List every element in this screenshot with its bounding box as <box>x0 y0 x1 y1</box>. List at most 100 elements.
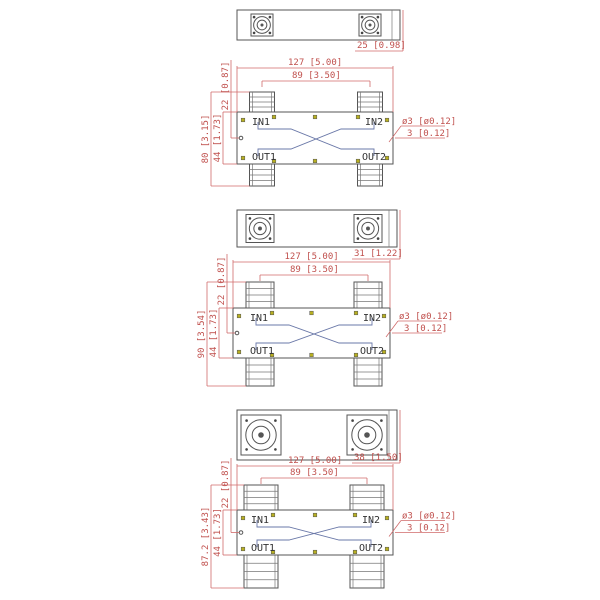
screw-icon <box>309 310 314 316</box>
flange-screw-hole <box>356 217 360 220</box>
depth-dimension-label: 31 [1.22] <box>354 249 403 259</box>
screw-icon <box>269 352 275 358</box>
screw-icon <box>240 155 246 161</box>
flange-screw-hole <box>248 217 252 220</box>
n-type-connector <box>353 281 383 309</box>
port-label-in2: IN2 <box>363 313 381 324</box>
screw-icon <box>236 349 242 355</box>
flange-screw-hole <box>248 237 252 240</box>
screw-icon <box>353 310 359 316</box>
screw-icon <box>384 155 390 161</box>
n-type-connector <box>349 554 385 589</box>
connector-pin <box>258 432 264 438</box>
hole-offset-label: 3 [0.12] <box>407 524 450 534</box>
screw-icon <box>381 313 387 319</box>
flange-screw-hole <box>268 217 272 220</box>
hole-diameter-label: ø3 [ø0.12] <box>402 117 456 127</box>
flange-screw-hole <box>245 448 248 451</box>
port-label-in1: IN1 <box>251 515 269 526</box>
screw-icon <box>312 549 318 555</box>
port-label-in1: IN1 <box>250 313 268 324</box>
top-view-connector-flange <box>250 13 274 37</box>
flange-screw-hole <box>356 237 360 240</box>
screw-icon <box>240 515 246 521</box>
screw-icon <box>312 158 318 164</box>
n-type-connector <box>249 91 275 113</box>
connector-pin <box>366 226 370 231</box>
flange-screw-hole <box>245 419 248 422</box>
screw-icon <box>384 546 390 552</box>
screw-icon <box>309 352 314 358</box>
hole-offset-label: 3 [0.12] <box>407 129 450 139</box>
top-view-connector-flange <box>240 414 282 456</box>
depth-dimension-label: 38 [1.50] <box>354 453 403 463</box>
height-dimension-label: 80 [3.15] <box>201 115 211 164</box>
width-dimension-label: 127 [5.00] <box>288 456 342 466</box>
screw-icon <box>271 158 277 164</box>
screw-icon <box>236 313 242 319</box>
top-view-connector-flange <box>245 214 275 243</box>
body-height-dimension-label: 44 [1.73] <box>213 114 223 163</box>
n-type-connector <box>243 554 279 589</box>
connector-pin <box>260 23 264 27</box>
crossover-trace <box>256 520 372 547</box>
n-type-connector <box>245 281 275 309</box>
flange-screw-hole <box>252 31 256 35</box>
flange-screw-hole <box>360 31 364 35</box>
n-type-connector <box>349 484 385 511</box>
port-label-in2: IN2 <box>365 117 383 128</box>
mounting-hole-icon <box>238 530 244 535</box>
n-type-connector <box>249 163 275 187</box>
depth-dimension-label: 25 [0.98] <box>357 41 406 51</box>
n-type-connector <box>357 163 383 187</box>
screw-icon <box>384 515 390 521</box>
flange-screw-hole <box>380 448 383 451</box>
flange-screw-hole <box>380 419 383 422</box>
body-height-dimension-label: 44 [1.73] <box>213 508 223 557</box>
top-view-connector-flange <box>358 13 382 37</box>
width-dimension-label: 127 [5.00] <box>285 252 339 262</box>
screw-icon <box>352 549 358 555</box>
spacing-dimension-label: 89 [3.50] <box>290 468 339 478</box>
port-label-out1: OUT1 <box>252 152 276 163</box>
flange-screw-hole <box>376 15 380 19</box>
flange-screw-hole <box>351 448 354 451</box>
flange-screw-hole <box>268 237 272 240</box>
hole-leader <box>388 520 402 537</box>
screw-icon <box>269 310 275 316</box>
screw-icon <box>312 512 318 518</box>
flange-screw-hole <box>274 448 277 451</box>
mounting-hole-icon <box>234 330 240 336</box>
connector-pin <box>368 23 372 27</box>
mounting-hole-icon <box>238 135 244 141</box>
body-height-dimension-label: 44 [1.73] <box>209 309 219 358</box>
screw-icon <box>270 549 276 555</box>
n-type-connector <box>243 484 279 511</box>
screw-icon <box>270 512 276 518</box>
height-dimension-label: 87.2 [3.43] <box>201 507 211 567</box>
crossover-trace <box>255 318 373 350</box>
width-dimension-label: 127 [5.00] <box>288 58 342 68</box>
hole-offset-label: 3 [0.12] <box>404 324 447 334</box>
flange-screw-hole <box>360 15 364 19</box>
coupler-body <box>236 509 394 556</box>
screw-icon <box>355 158 361 164</box>
port-label-out1: OUT1 <box>251 543 275 554</box>
flange-screw-hole <box>376 217 380 220</box>
flange-screw-hole <box>351 419 354 422</box>
flange-screw-hole <box>274 419 277 422</box>
screw-icon <box>271 114 277 120</box>
height-dimension-label: 90 [3.54] <box>197 310 207 359</box>
top-view-connector-flange <box>346 414 388 456</box>
crossover-trace <box>257 122 375 156</box>
flange-screw-hole <box>252 15 256 19</box>
hole-leader <box>385 320 399 338</box>
n-type-connector <box>357 91 383 113</box>
flange-screw-hole <box>376 31 380 35</box>
hole-diameter-label: ø3 [ø0.12] <box>399 312 453 322</box>
